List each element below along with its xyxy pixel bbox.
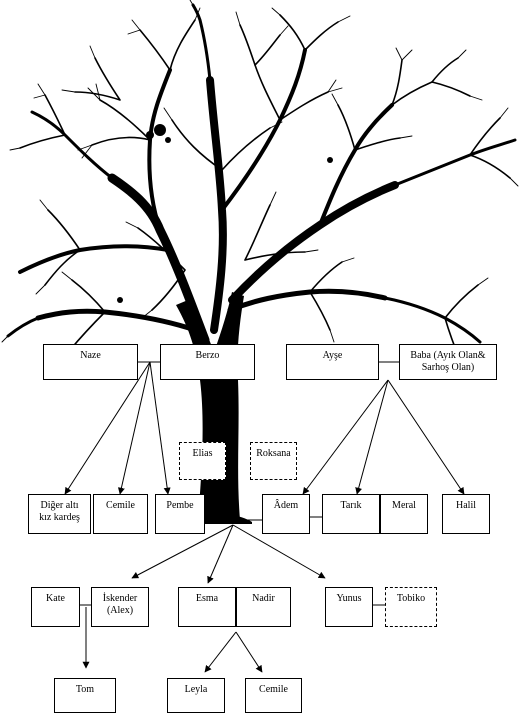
node-adem: Âdem bbox=[262, 494, 310, 534]
node-tom: Tom bbox=[54, 678, 116, 713]
node-elias: Elias bbox=[179, 442, 226, 480]
node-esma: Esma bbox=[178, 587, 236, 627]
node-berzo: Berzo bbox=[160, 344, 255, 380]
node-halil: Halil bbox=[442, 494, 490, 534]
node-kate: Kate bbox=[31, 587, 80, 627]
node-nadir: Nadir bbox=[236, 587, 291, 627]
node-baba: Baba (Ayık Olan&Sarhoş Olan) bbox=[399, 344, 497, 380]
node-leyla: Leyla bbox=[167, 678, 225, 713]
node-yunus: Yunus bbox=[325, 587, 373, 627]
node-cemile-bottom: Cemile bbox=[245, 678, 302, 713]
node-tobiko: Tobiko bbox=[385, 587, 437, 627]
node-roksana: Roksana bbox=[250, 442, 297, 480]
node-meral: Meral bbox=[380, 494, 428, 534]
node-iskender: İskender(Alex) bbox=[91, 587, 149, 627]
node-ayse: Ayşe bbox=[286, 344, 379, 380]
node-cemile-top: Cemile bbox=[93, 494, 148, 534]
node-tarik: Tarık bbox=[322, 494, 380, 534]
node-naze: Naze bbox=[43, 344, 138, 380]
node-pembe: Pembe bbox=[155, 494, 205, 534]
